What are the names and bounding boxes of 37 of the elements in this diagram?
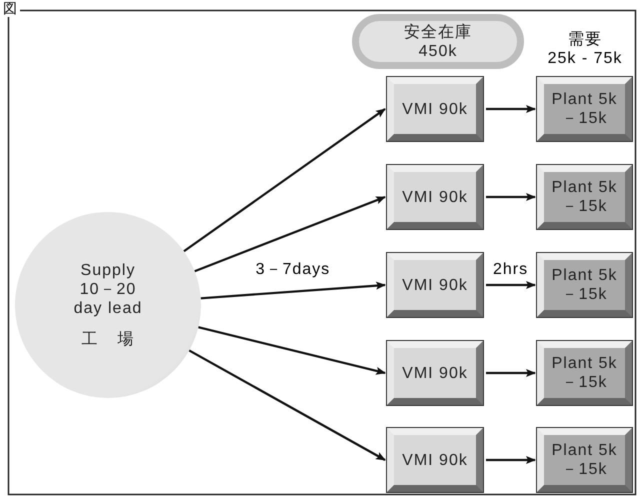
node-text: Plant 5k－15k (550, 90, 618, 128)
arrow (198, 326, 386, 375)
arrow (486, 193, 536, 201)
node-text: 工 場 (80, 330, 136, 349)
vmi-box (387, 165, 483, 229)
node-text: VMI 90k (401, 100, 469, 118)
plant-box (537, 341, 632, 405)
arrow (486, 369, 536, 377)
node-text: 安全在庫 (404, 22, 472, 42)
node-text: Plant 5k－15k (550, 178, 618, 216)
arrow (486, 105, 536, 113)
arrow (188, 349, 386, 461)
plant-box (537, 428, 632, 492)
arrow (183, 108, 386, 252)
vmi-box (387, 77, 483, 141)
node-text: Supply 10－20 day lead (72, 261, 144, 318)
node-text: VMI 90k (401, 364, 469, 382)
node-text: VMI 90k (401, 450, 469, 470)
plant-box (537, 77, 632, 141)
plant-box (537, 253, 632, 317)
plant-box (537, 165, 632, 229)
node-text: Plant 5k－15k (550, 266, 618, 304)
vmi-box (387, 341, 483, 405)
vmi-box (387, 253, 483, 317)
vmi-box (387, 428, 483, 492)
node-text: 450k (418, 42, 458, 60)
arrow (486, 281, 536, 289)
demand-label: 需要 (567, 30, 603, 49)
arrow (486, 456, 536, 464)
edge-label: 3－7days (254, 260, 332, 279)
node-text: VMI 90k (401, 276, 469, 294)
node-text: Plant 5k－15k (550, 441, 618, 479)
arrow (194, 196, 386, 272)
node-text: Plant 5k－15k (550, 354, 618, 392)
node-text: VMI 90k (401, 188, 469, 206)
arrow (200, 282, 386, 300)
demand-label: 25k - 75k (546, 49, 624, 68)
